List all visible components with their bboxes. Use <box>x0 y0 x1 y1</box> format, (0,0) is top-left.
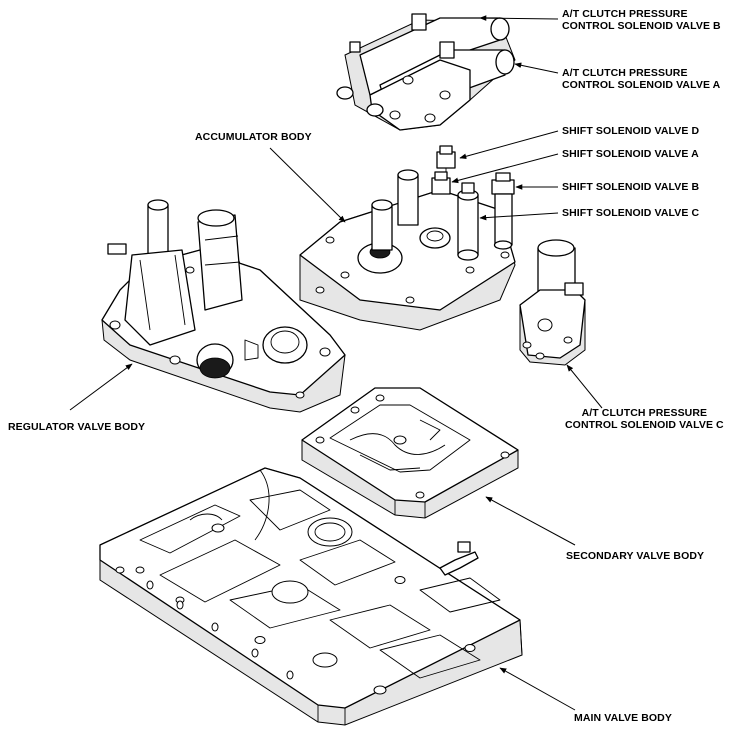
accumulator-body-drawing <box>299 145 516 331</box>
leader-main <box>499 667 576 711</box>
label-main-valve-body: MAIN VALVE BODY <box>574 712 672 724</box>
leader-regulator <box>69 363 133 411</box>
leader-accumulator <box>269 147 346 223</box>
solenoid-valves-ab-drawing <box>336 13 516 131</box>
label-shift-solenoid-b: SHIFT SOLENOID VALVE B <box>562 181 700 193</box>
leader-secondary <box>485 496 576 546</box>
label-valve-c-line2: CONTROL SOLENOID VALVE C <box>565 419 724 431</box>
leader-lines <box>69 15 603 711</box>
label-shift-solenoid-d: SHIFT SOLENOID VALVE D <box>562 125 700 137</box>
main-valve-body-drawing <box>99 467 523 726</box>
leader-shift-a <box>451 153 559 184</box>
label-shift-solenoid-c: SHIFT SOLENOID VALVE C <box>562 207 700 219</box>
regulator-valve-body-drawing <box>101 199 346 413</box>
shift-solenoid-a-drawing <box>431 171 451 195</box>
leader-valve-c <box>566 364 603 409</box>
label-valve-c-line1: A/T CLUTCH PRESSURE <box>581 407 708 419</box>
label-shift-solenoid-a: SHIFT SOLENOID VALVE A <box>562 148 699 160</box>
shift-solenoid-d-drawing <box>436 145 456 185</box>
label-valve-a-line1: A/T CLUTCH PRESSURE <box>562 67 688 79</box>
label-valve-a: A/T CLUTCH PRESSURE CONTROL SOLENOID VAL… <box>562 67 720 91</box>
leader-shift-d <box>459 130 559 160</box>
label-valve-b: A/T CLUTCH PRESSURE CONTROL SOLENOID VAL… <box>562 8 721 32</box>
leader-valve-b <box>479 15 559 21</box>
shift-solenoid-c-drawing <box>457 182 479 261</box>
leader-valve-a <box>514 62 559 74</box>
shift-solenoid-b-drawing <box>491 172 515 250</box>
solenoid-valve-c-drawing <box>519 239 586 366</box>
label-valve-b-line1: A/T CLUTCH PRESSURE <box>562 8 688 20</box>
label-valve-c: A/T CLUTCH PRESSURE CONTROL SOLENOID VAL… <box>565 407 724 431</box>
label-valve-b-line2: CONTROL SOLENOID VALVE B <box>562 20 721 32</box>
label-secondary-valve-body: SECONDARY VALVE BODY <box>566 550 705 562</box>
label-accumulator-body: ACCUMULATOR BODY <box>195 131 312 143</box>
label-valve-a-line2: CONTROL SOLENOID VALVE A <box>562 79 721 91</box>
label-regulator-valve-body: REGULATOR VALVE BODY <box>8 421 146 433</box>
secondary-valve-body-drawing <box>301 387 519 519</box>
leader-shift-c <box>479 212 559 221</box>
